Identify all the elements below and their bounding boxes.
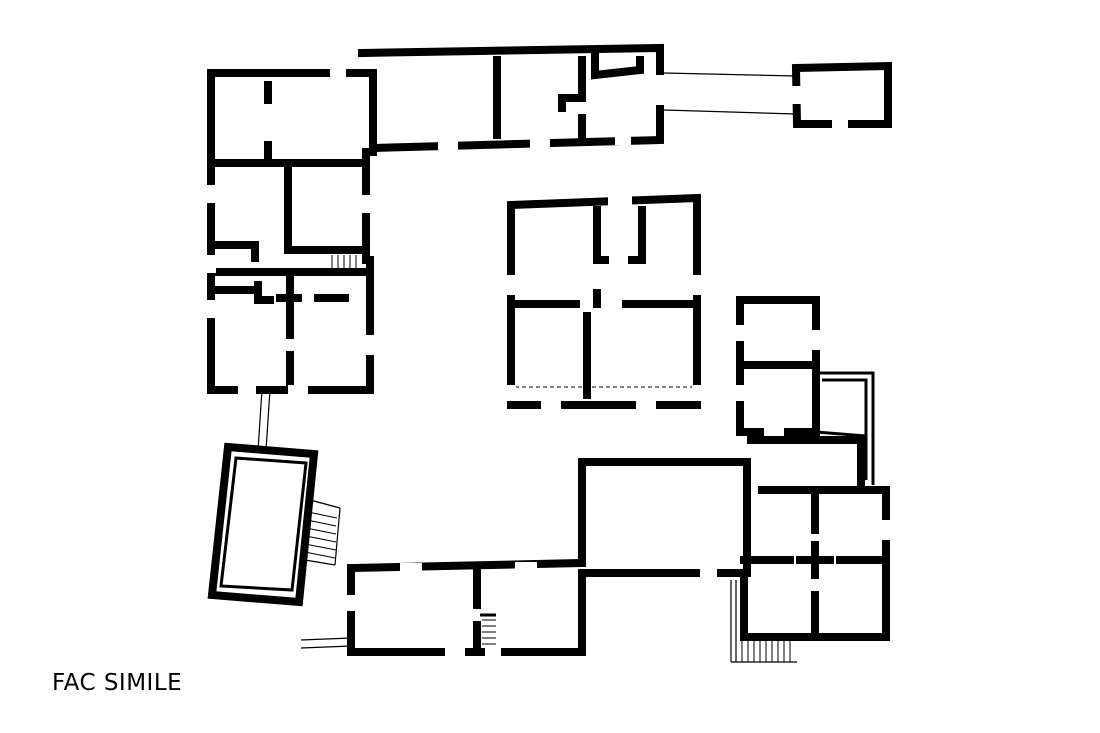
north-wing bbox=[357, 43, 665, 153]
south-wing bbox=[346, 458, 751, 657]
east-building bbox=[740, 436, 891, 641]
south-east-stair bbox=[730, 580, 797, 663]
cross-pillar bbox=[796, 541, 834, 579]
pool bbox=[207, 389, 341, 607]
fac-simile-label: FAC SIMILE bbox=[52, 670, 183, 696]
north-east-corridor bbox=[663, 72, 797, 115]
south-west-path bbox=[300, 637, 352, 649]
central-building bbox=[506, 193, 702, 410]
north-west-wing bbox=[206, 68, 377, 395]
south-wing-stair bbox=[482, 619, 496, 645]
north-east-annex bbox=[791, 61, 892, 129]
east-small-rooms bbox=[735, 296, 875, 485]
north-west-stair bbox=[331, 255, 357, 272]
pool-stair bbox=[304, 499, 341, 566]
